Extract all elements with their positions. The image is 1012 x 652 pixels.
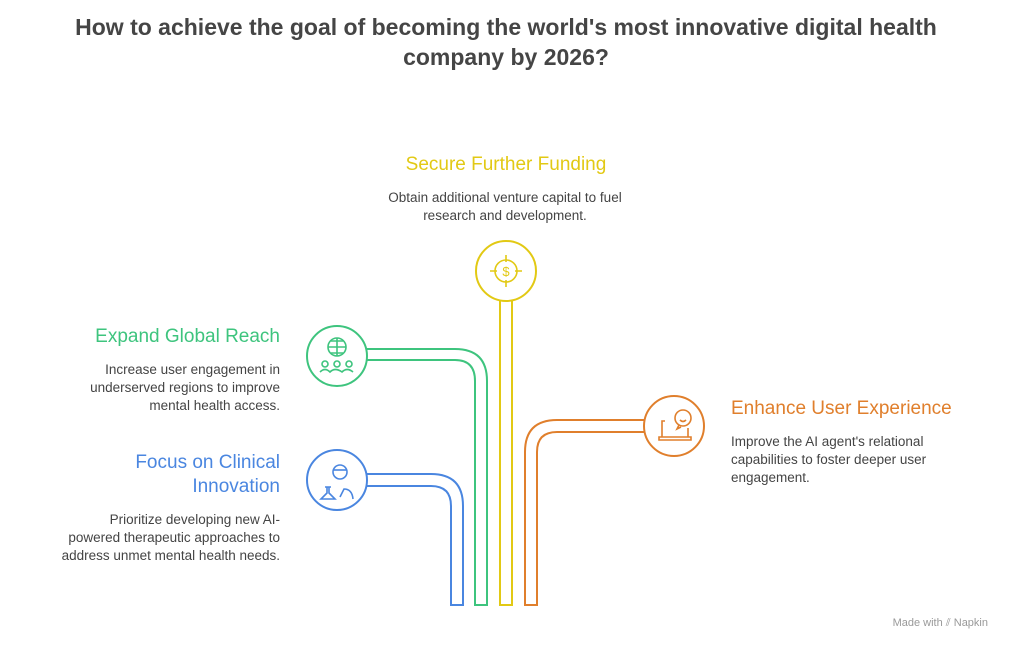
- brand-label: Napkin: [953, 617, 988, 629]
- clinical-branch: [366, 473, 464, 606]
- funding-branch: [499, 300, 513, 606]
- funding-description: Obtain additional venture capital to fue…: [388, 190, 622, 223]
- globe-people-icon: [319, 337, 354, 374]
- global-description: Increase user engagement in underserved …: [90, 362, 280, 413]
- global-branch: [366, 348, 488, 606]
- experience-description: Improve the AI agent's relational capabi…: [731, 434, 927, 485]
- made-with-label: Made with: [892, 617, 943, 629]
- funding-heading: Secure Further Funding: [405, 154, 607, 175]
- clinical-heading: Focus on Clinical Innovation: [135, 452, 280, 497]
- page-title: How to achieve the goal of becoming the …: [75, 14, 937, 70]
- experience-branch: [524, 419, 645, 606]
- scientist-flask-icon: [319, 464, 354, 500]
- experience-heading: Enhance User Experience: [731, 398, 952, 419]
- experience-node: [643, 395, 705, 457]
- made-with-napkin[interactable]: Made with ⫽ Napkin: [893, 617, 988, 630]
- clinical-description: Prioritize developing new AI-powered the…: [61, 512, 280, 563]
- global-heading: Expand Global Reach: [95, 326, 280, 347]
- napkin-logo-icon: ⫽: [945, 617, 951, 629]
- dollar-target-icon: $: [490, 255, 522, 287]
- laptop-smile-icon: [658, 409, 692, 441]
- clinical-node: [306, 449, 368, 511]
- svg-text:$: $: [502, 264, 510, 279]
- funding-node: [475, 240, 537, 302]
